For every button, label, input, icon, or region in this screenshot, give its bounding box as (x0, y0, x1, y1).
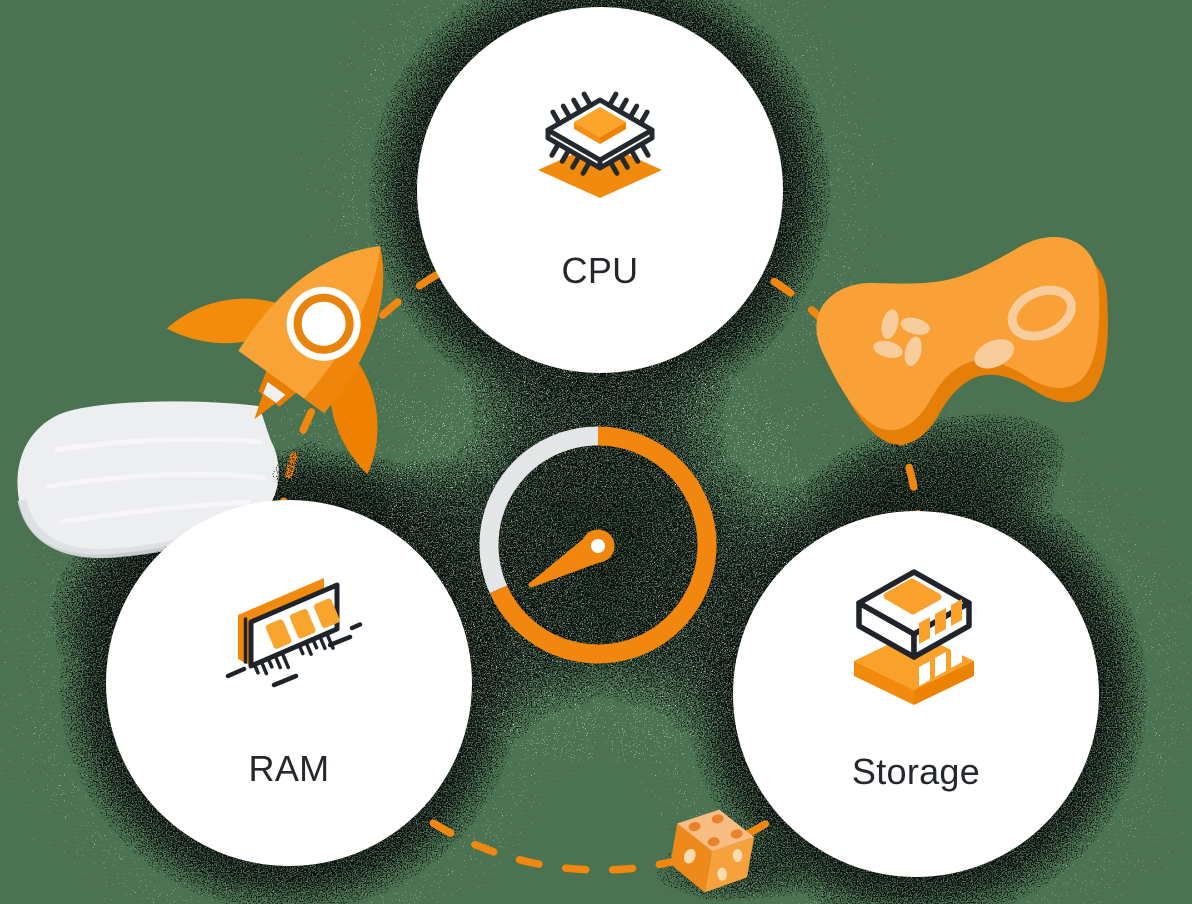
dice-icon (670, 809, 755, 893)
gauge-progress (489, 426, 717, 664)
ram-module-icon (225, 578, 363, 688)
feature-node-storage: Storage (733, 511, 1099, 877)
gauge-icon (479, 426, 717, 664)
node-label-storage: Storage (851, 751, 981, 792)
feature-node-cpu: CPU (417, 7, 783, 373)
feature-node-ram: RAM (106, 500, 472, 866)
gamepad-ring-button (1007, 285, 1076, 341)
gamepad-dpad (873, 309, 930, 367)
gauge-track (479, 426, 599, 594)
node-label-ram: RAM (248, 748, 330, 789)
gamepad-icon (816, 237, 1108, 445)
cpu-chip-icon (538, 91, 662, 198)
storage-drive-icon (854, 569, 974, 705)
node-label-cpu: CPU (561, 250, 639, 291)
gamepad-small-button (974, 339, 1015, 369)
rocket-icon (166, 246, 384, 475)
